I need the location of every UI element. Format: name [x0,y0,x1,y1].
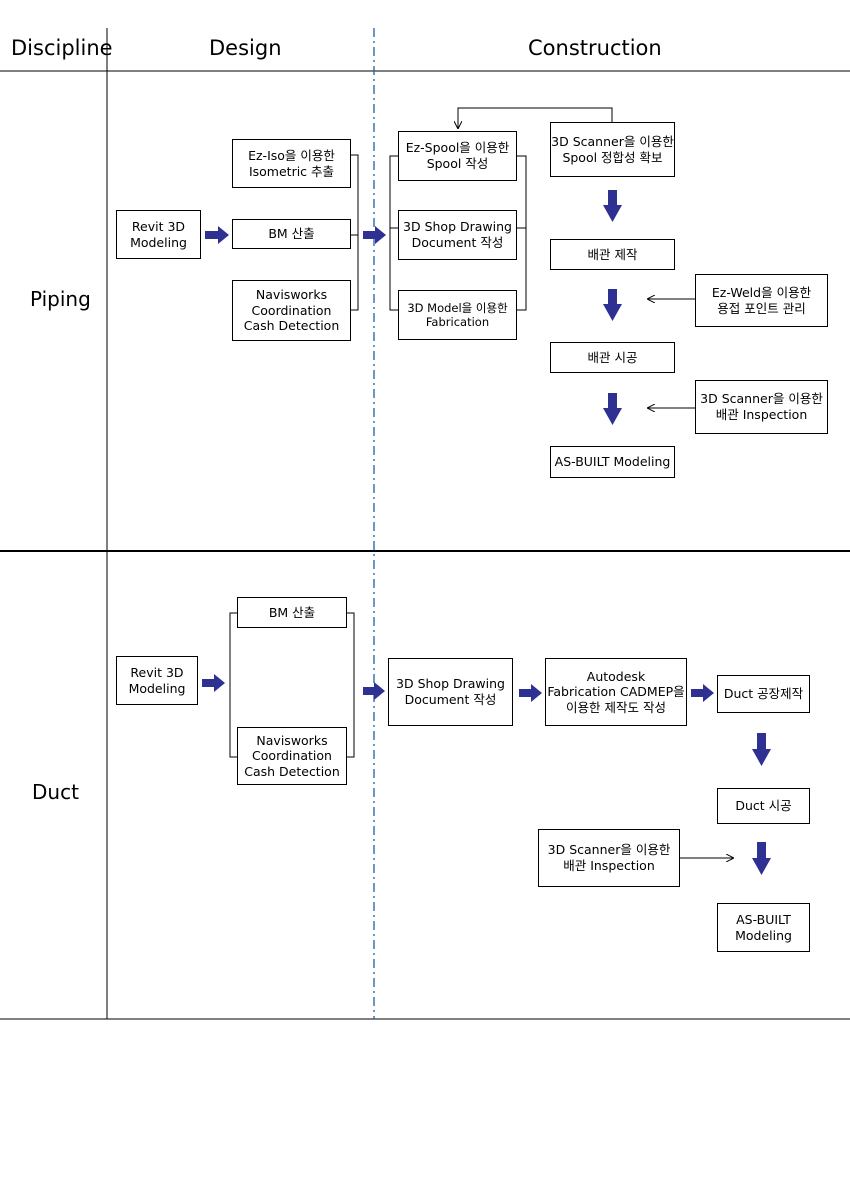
duct-install-box: Duct 시공 [717,788,810,824]
block-arrow-right [363,226,386,244]
duct-factory-box: Duct 공장제작 [717,675,810,713]
header-design: Design [209,36,282,60]
block-arrow-down [603,190,622,222]
feedback-arrow [458,107,613,128]
piping-ez-iso-box: Ez-Iso을 이용한 Isometric 추출 [232,139,351,188]
header-discipline: Discipline [11,36,113,60]
duct-shop-drawing-box: 3D Shop Drawing Document 작성 [388,658,513,726]
lane-label-piping: Piping [30,287,91,311]
duct-cadmep-box: Autodesk Fabrication CADMEP을 이용한 제작도 작성 [545,658,687,726]
header-construction: Construction [528,36,662,60]
piping-ez-weld-box: Ez-Weld을 이용한 용접 포인트 관리 [695,274,828,327]
piping-model-fabrication-box: 3D Model을 이용한 Fabrication [398,290,517,340]
duct-as-built-box: AS-BUILT Modeling [717,903,810,952]
block-arrow-down [752,733,771,766]
duct-design-bracket-right [347,612,355,758]
piping-fabrication-box: 배관 제작 [550,239,675,270]
duct-scanner-inspection-box: 3D Scanner을 이용한 배관 Inspection [538,829,680,887]
block-arrow-right [202,674,225,692]
block-arrow-down [752,842,771,875]
block-arrow-right [691,684,714,702]
duct-navisworks-box: Navisworks Coordination Cash Detection [237,727,347,785]
duct-revit-box: Revit 3D Modeling [116,656,198,705]
piping-scanner-spool-box: 3D Scanner을 이용한 Spool 정합성 확보 [550,122,675,177]
lane-label-duct: Duct [32,780,79,804]
piping-bm-box: BM 산출 [232,219,351,249]
block-arrow-right [205,226,229,244]
piping-shop-drawing-box: 3D Shop Drawing Document 작성 [398,210,517,260]
duct-design-bracket-left [229,612,237,758]
piping-navisworks-box: Navisworks Coordination Cash Detection [232,280,351,341]
piping-design-bracket [351,154,359,311]
piping-install-box: 배관 시공 [550,342,675,373]
block-arrow-down [603,289,622,321]
piping-scanner-inspection-box: 3D Scanner을 이용한 배관 Inspection [695,380,828,434]
piping-construction-bracket [389,155,527,311]
piping-ez-spool-box: Ez-Spool을 이용한 Spool 작성 [398,131,517,181]
piping-revit-box: Revit 3D Modeling [116,210,201,259]
block-arrow-right [363,682,385,700]
block-arrow-down [603,393,622,425]
block-arrow-right [519,684,542,702]
piping-as-built-box: AS-BUILT Modeling [550,446,675,478]
duct-bm-box: BM 산출 [237,597,347,628]
